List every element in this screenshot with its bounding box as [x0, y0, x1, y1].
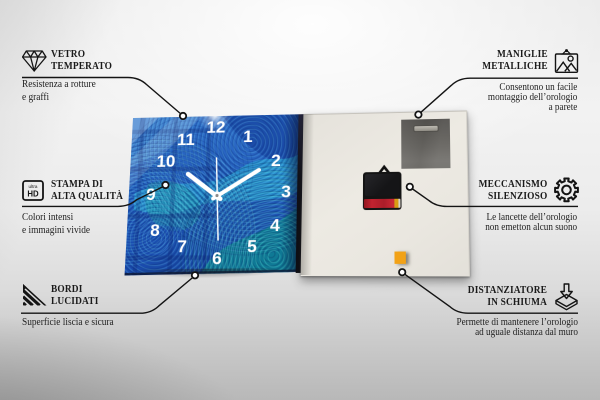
- svg-text:4: 4: [270, 216, 280, 236]
- svg-text:6: 6: [212, 249, 222, 269]
- svg-text:ultra: ultra: [29, 184, 38, 189]
- svg-text:3: 3: [281, 182, 291, 202]
- svg-text:11: 11: [177, 130, 196, 149]
- svg-text:2: 2: [271, 151, 281, 170]
- svg-text:9: 9: [146, 185, 156, 204]
- svg-text:1: 1: [243, 127, 253, 146]
- svg-text:5: 5: [247, 237, 257, 257]
- svg-text:HD: HD: [27, 190, 39, 199]
- svg-text:12: 12: [206, 118, 226, 137]
- svg-text:8: 8: [150, 221, 160, 241]
- svg-text:7: 7: [177, 237, 187, 257]
- svg-text:10: 10: [156, 152, 176, 171]
